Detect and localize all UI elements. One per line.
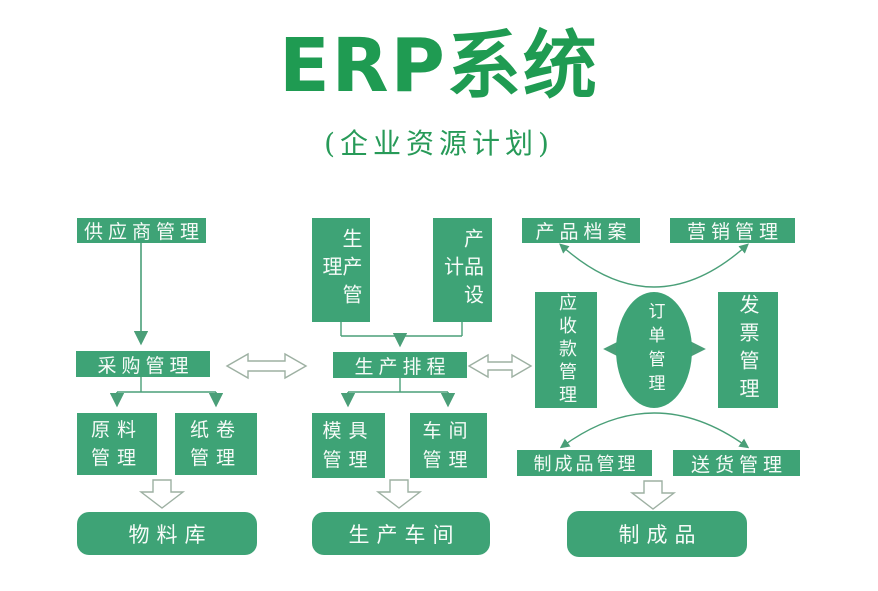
connector-production-join bbox=[340, 322, 463, 337]
node-supplier-management: 供应商管理 bbox=[77, 218, 206, 243]
node-production-scheduling: 生产排程 bbox=[333, 352, 467, 378]
block-arrow-to-production-workshop bbox=[375, 479, 423, 509]
node-marketing-management: 营销管理 bbox=[670, 218, 795, 243]
node-workshop-management-label: 车间管理 bbox=[422, 420, 475, 471]
connector-purchasing-split bbox=[117, 377, 216, 393]
node-product-design-label: 产品设计 bbox=[440, 228, 485, 312]
diagram-subtitle: (企业资源计划) bbox=[324, 127, 554, 160]
connector-scheduling-split bbox=[348, 378, 448, 393]
node-finished-goods: 制成品 bbox=[567, 511, 747, 557]
node-raw-material-management: 原料管理 bbox=[77, 413, 157, 475]
node-mold-management: 模具管理 bbox=[312, 413, 385, 478]
node-order-management-label: 订单管理 bbox=[644, 302, 665, 398]
block-arrow-to-finished-goods bbox=[629, 480, 677, 510]
double-arrow-purchasing-scheduling bbox=[225, 352, 308, 380]
node-delivery-management: 送货管理 bbox=[673, 450, 800, 476]
node-invoice-management-label: 发票管理 bbox=[736, 294, 760, 406]
node-raw-material-label: 原料管理 bbox=[90, 418, 143, 470]
node-mold-management-label: 模具管理 bbox=[322, 420, 375, 471]
node-receivables-label: 应收款管理 bbox=[556, 292, 577, 408]
diagram-title: ERP系统 bbox=[279, 23, 599, 109]
arc-order-to-finished-and-delivery bbox=[559, 412, 750, 449]
node-product-design: 产品设计 bbox=[433, 218, 492, 322]
node-product-archive: 产品档案 bbox=[522, 218, 640, 243]
node-receivables-management: 应收款管理 bbox=[535, 292, 597, 408]
block-arrow-to-material-warehouse bbox=[138, 479, 186, 509]
double-arrow-scheduling-receivables bbox=[467, 353, 533, 379]
node-order-management: 订单管理 bbox=[616, 292, 692, 408]
node-invoice-management: 发票管理 bbox=[718, 292, 778, 408]
node-material-warehouse: 物料库 bbox=[77, 512, 257, 555]
node-production-workshop: 生产车间 bbox=[312, 512, 490, 555]
node-paper-roll-management: 纸卷管理 bbox=[175, 413, 257, 475]
arc-order-to-archive-and-marketing bbox=[559, 243, 749, 288]
node-workshop-management: 车间管理 bbox=[410, 413, 487, 478]
node-paper-roll-label: 纸卷管理 bbox=[189, 418, 242, 470]
node-production-management: 生产管理 bbox=[312, 218, 370, 322]
node-finished-goods-management: 制成品管理 bbox=[517, 450, 652, 476]
node-purchasing-management: 采购管理 bbox=[76, 351, 210, 377]
node-production-management-label: 生产管理 bbox=[319, 228, 363, 312]
